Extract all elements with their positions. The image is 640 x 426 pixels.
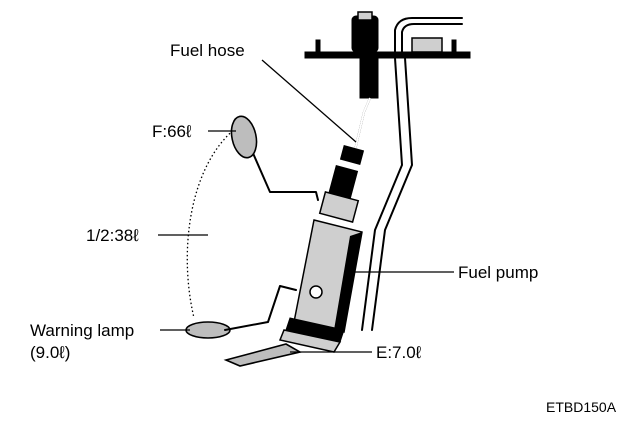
float-empty bbox=[223, 343, 303, 367]
fuel-hose-core bbox=[354, 97, 371, 151]
top-connector-cap bbox=[357, 11, 373, 21]
flange-boss bbox=[411, 37, 443, 53]
float-swing-arc bbox=[186, 127, 237, 319]
figure-code: ETBD150A bbox=[546, 399, 617, 415]
pump-outlet bbox=[309, 285, 323, 299]
mounting-flange bbox=[304, 51, 471, 59]
label-half: 1/2:38ℓ bbox=[86, 226, 139, 245]
flange-bolt-left bbox=[315, 39, 321, 53]
float-arm bbox=[244, 134, 319, 201]
support-rod-outer bbox=[371, 57, 413, 331]
label-warning-lamp: Warning lamp bbox=[30, 321, 134, 340]
flange-neck bbox=[359, 57, 379, 99]
return-pipe bbox=[394, 17, 463, 53]
support-rod-inner bbox=[361, 57, 403, 331]
flange-bolt-right bbox=[451, 39, 457, 53]
hose-fitting-upper bbox=[339, 145, 365, 165]
float-warning bbox=[185, 321, 231, 339]
label-fuel-pump: Fuel pump bbox=[458, 263, 538, 282]
label-full: F:66ℓ bbox=[152, 122, 192, 141]
float-full bbox=[230, 115, 258, 159]
top-connector bbox=[351, 15, 379, 53]
label-fuel-hose: Fuel hose bbox=[170, 41, 245, 60]
float-arm-low bbox=[224, 285, 297, 331]
pump-head bbox=[318, 191, 360, 223]
pump-shading bbox=[334, 232, 362, 332]
leader-fuel-hose bbox=[261, 59, 357, 143]
label-warning-lamp-volume: (9.0ℓ) bbox=[30, 343, 70, 362]
label-empty: E:7.0ℓ bbox=[376, 343, 422, 362]
